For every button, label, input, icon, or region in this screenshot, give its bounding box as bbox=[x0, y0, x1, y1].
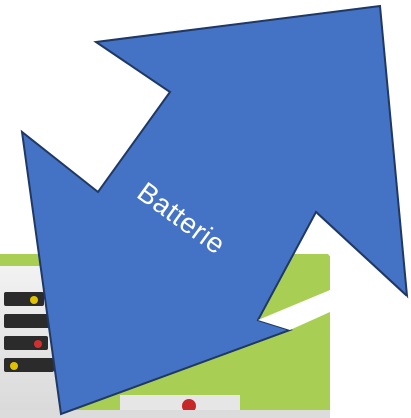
arrow-polygon[interactable] bbox=[22, 6, 407, 414]
